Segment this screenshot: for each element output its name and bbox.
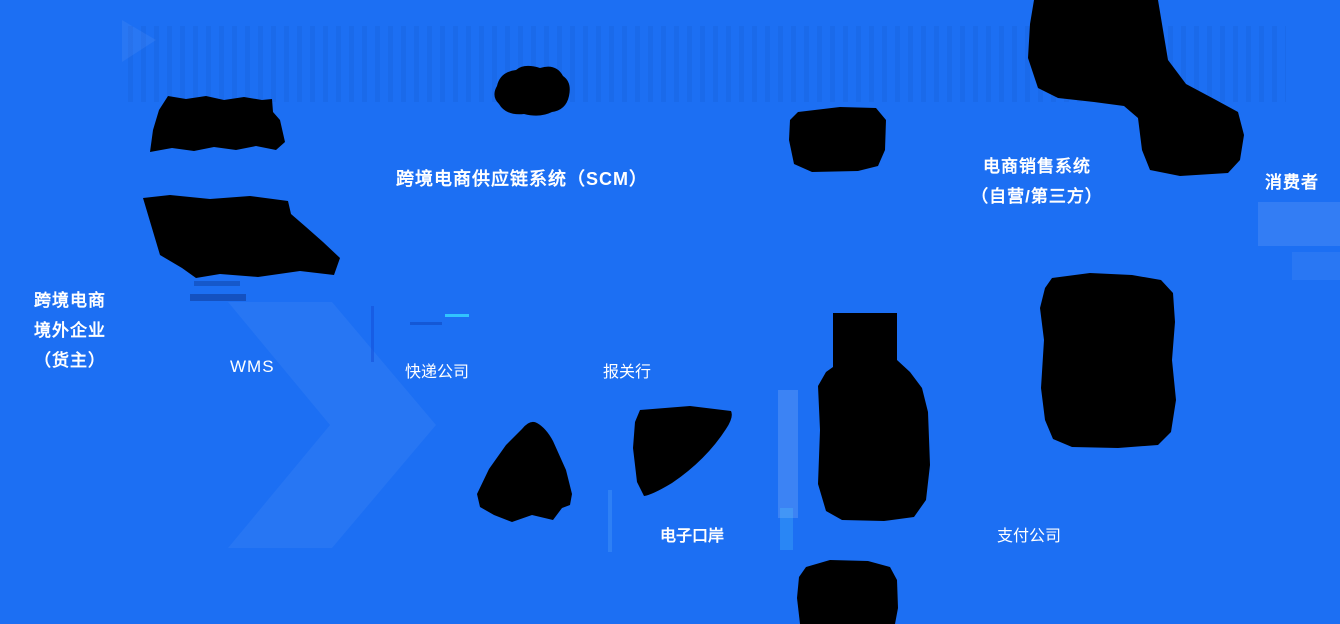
shipper-label: 跨境电商 境外企业 （货主） <box>20 286 120 376</box>
consumer-icon <box>1028 0 1244 176</box>
light-panel-decoration-2 <box>1292 252 1340 280</box>
vertical-line-decoration <box>371 306 374 362</box>
wms-label: WMS <box>230 357 275 376</box>
shipper-line2: 境外企业 <box>34 321 106 340</box>
sales-system-label: 电商销售系统 （自营/第三方） <box>962 152 1112 212</box>
customs-broker-label: 报关行 <box>603 364 652 381</box>
sales-system-line2: （自营/第三方） <box>971 187 1103 206</box>
sales-system-line1: 电商销售系统 <box>983 157 1091 176</box>
server-icon <box>797 560 898 624</box>
eport-building-icon <box>477 421 572 522</box>
light-arrow-decoration <box>228 302 436 548</box>
consumer-label: 消费者 <box>1265 173 1319 192</box>
payment-company-label: 支付公司 <box>997 528 1062 545</box>
scm-cloud-icon <box>494 65 570 116</box>
express-company-label: 快递公司 <box>405 364 470 381</box>
forklift-truck-icon <box>143 195 340 278</box>
scm-title: 跨境电商供应链系统（SCM） <box>396 169 648 189</box>
eport-label: 电子口岸 <box>660 528 725 545</box>
dark-dash-decoration <box>410 322 442 325</box>
cargo-truck-icon <box>150 96 285 152</box>
payment-terminal-icon <box>1040 273 1176 448</box>
dark-dash-decoration-2 <box>190 294 246 301</box>
light-panel-decoration <box>1258 202 1340 246</box>
light-line-decoration <box>608 490 612 552</box>
light-bar-decoration <box>778 390 798 518</box>
sales-monitor-icon <box>789 107 886 172</box>
shipper-line3: （货主） <box>34 351 106 370</box>
cyan-dash-decoration <box>445 314 469 317</box>
eport-flag-icon <box>633 406 732 496</box>
shipper-line1: 跨境电商 <box>34 291 106 310</box>
cyan-bar-decoration <box>780 508 793 550</box>
customs-tower-icon <box>818 313 930 521</box>
light-wedge-decoration <box>122 20 156 62</box>
dark-dash-decoration-3 <box>194 281 240 286</box>
